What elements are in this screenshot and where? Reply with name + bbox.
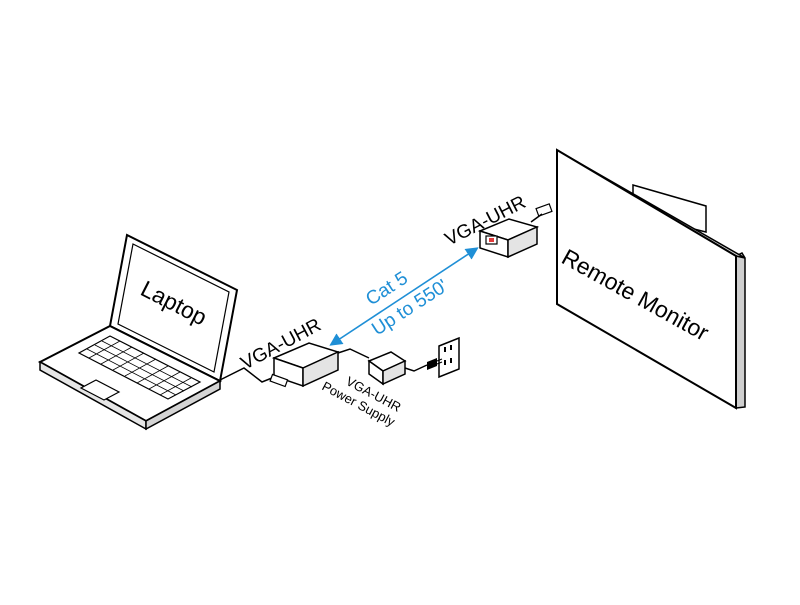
laptop-vga-cable bbox=[219, 367, 273, 383]
monitor-side bbox=[735, 252, 746, 409]
remote-monitor: Remote Monitor bbox=[535, 148, 746, 410]
laptop-screen bbox=[117, 243, 230, 373]
cat5-arrow bbox=[329, 247, 479, 346]
laptop: Laptop bbox=[37, 233, 273, 431]
monitor-vga-port bbox=[535, 203, 553, 217]
monitor-screen bbox=[556, 148, 737, 410]
cat5-link: Cat 5 Up to 550' bbox=[329, 247, 479, 346]
laptop-touchpad bbox=[79, 379, 121, 401]
remote-unit-side bbox=[507, 225, 538, 259]
plug-icon bbox=[427, 358, 443, 370]
wall-outlet bbox=[427, 336, 460, 379]
local-unit-side bbox=[302, 350, 339, 388]
local-unit-vga-port bbox=[269, 373, 289, 388]
laptop-base-side bbox=[145, 379, 221, 431]
remote-vga-uhr-unit: VGA-UHR bbox=[442, 192, 543, 259]
local-unit-power-cable bbox=[337, 348, 370, 359]
power-cord bbox=[404, 364, 428, 372]
outlet-plate bbox=[438, 336, 460, 379]
power-supply-side bbox=[382, 359, 406, 386]
